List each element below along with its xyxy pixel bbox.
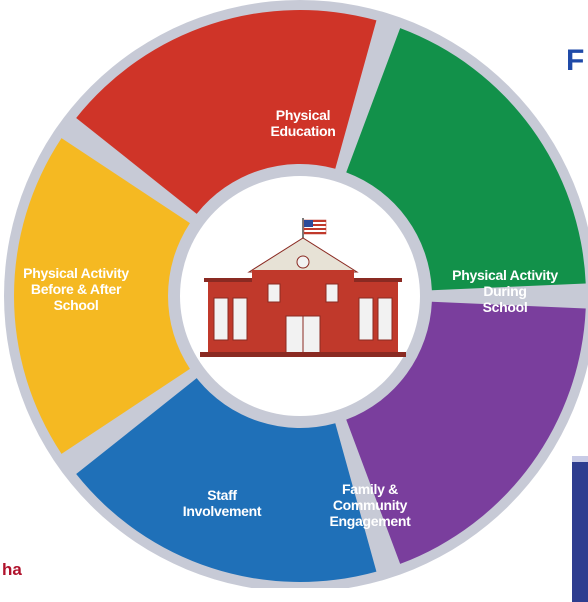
school-building-icon xyxy=(200,218,406,357)
segment-label-line: Physical Activity xyxy=(452,267,558,283)
cropped-chart-fragment xyxy=(572,456,588,602)
segment-label-line: Involvement xyxy=(183,503,262,519)
segment-label-line: Physical Activity xyxy=(23,265,129,281)
segment-label-line: School xyxy=(483,299,528,315)
us-flag-icon xyxy=(303,219,327,235)
segment-label-line: Family & xyxy=(342,481,398,497)
segment-label-line: School xyxy=(54,297,99,313)
segment-label-line: During xyxy=(483,283,526,299)
segment-label-line: Community xyxy=(333,497,408,513)
segment-family-community-engagement xyxy=(346,28,586,291)
cropped-caption-text: ha xyxy=(2,560,22,579)
segment-physical-education xyxy=(13,138,190,454)
segment-staff-involvement xyxy=(346,301,586,564)
segment-physical-activity-before-after-school xyxy=(76,378,377,582)
segment-label-line: Physical xyxy=(276,107,330,123)
segment-label-line: Before & After xyxy=(31,281,122,297)
segment-label-line: Staff xyxy=(207,487,237,503)
segment-physical-activity-during-school xyxy=(76,10,377,214)
segment-label-line: Engagement xyxy=(329,513,411,529)
segment-label-line: Education xyxy=(271,123,336,139)
cropped-heading-text: F xyxy=(566,44,585,77)
